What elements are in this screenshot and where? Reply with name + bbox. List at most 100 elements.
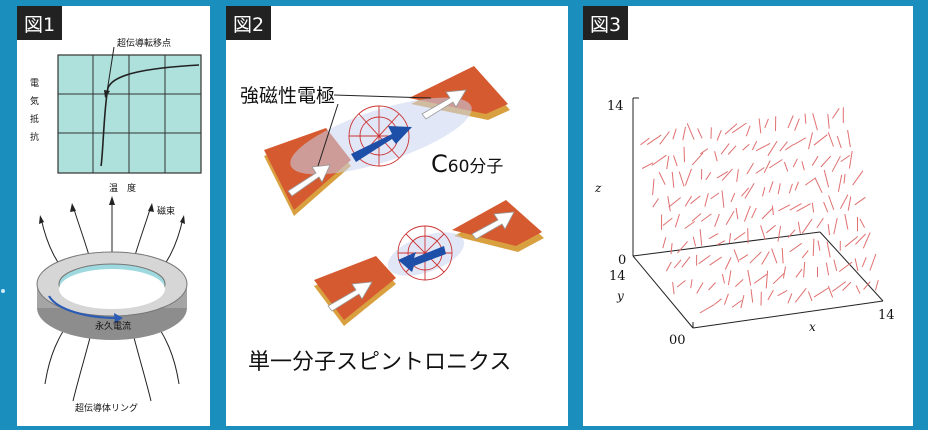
spin-segment <box>778 226 781 242</box>
spin-segment <box>805 114 806 124</box>
spin-segment <box>766 225 775 233</box>
spin-segment <box>824 202 828 212</box>
spin-segment <box>691 279 692 288</box>
spin-segment <box>812 156 818 165</box>
spin-segment <box>743 144 750 150</box>
transition-point-label: 超伝導転移点 <box>117 37 171 49</box>
spin-segment <box>671 243 672 254</box>
spin-segment <box>802 161 804 170</box>
spin-segment <box>764 161 770 173</box>
spin-segment <box>714 299 721 305</box>
spin-segment <box>747 163 754 174</box>
spin-segment <box>862 257 866 267</box>
spin-segment <box>732 123 746 133</box>
spin-segment <box>717 172 728 178</box>
spin-segment <box>653 179 654 195</box>
spin-segment <box>715 151 718 161</box>
spin-segment <box>827 242 830 258</box>
spin-segment <box>834 218 837 234</box>
spin-segment <box>813 113 818 130</box>
spin-segment <box>668 196 671 211</box>
spin-segment <box>762 208 773 219</box>
spin-segment <box>717 130 721 140</box>
x-axis-label: x <box>809 320 816 334</box>
spin-segment <box>711 193 719 199</box>
spin-segment <box>739 255 748 261</box>
spin-segment <box>832 156 840 172</box>
spin-segment <box>674 260 681 268</box>
spin-segment <box>860 219 865 228</box>
spin-segment <box>729 233 730 243</box>
spin-segment <box>795 119 800 131</box>
spin-segment <box>663 237 666 248</box>
spin-segment <box>763 187 765 196</box>
spin-segment <box>783 267 785 279</box>
spin-segment <box>746 126 750 137</box>
spin-segment <box>685 196 692 206</box>
spin-segment <box>659 172 665 185</box>
spin-segment <box>802 251 808 258</box>
spin-segment <box>693 237 695 247</box>
spin-segment <box>790 243 802 252</box>
spin-segment <box>683 127 686 140</box>
spin-segment <box>808 292 812 301</box>
spin-segment <box>715 214 720 227</box>
spin-segment <box>818 241 820 251</box>
spin-segment <box>700 305 714 313</box>
spin-segment <box>728 146 736 155</box>
spin-segment <box>778 205 790 211</box>
spin-segment <box>679 172 684 187</box>
spin-segment <box>875 280 878 290</box>
electrode-label: 強磁性電極 <box>240 85 335 107</box>
spin-segment <box>785 145 793 150</box>
spin-segment <box>784 162 787 171</box>
spin-segment <box>677 241 687 253</box>
spin-segment <box>677 281 685 288</box>
spin-segment <box>722 190 724 207</box>
edge-dot <box>1 289 5 293</box>
spin-segment <box>754 274 767 283</box>
figure-1-tag: 図1 <box>17 6 62 40</box>
x-axis-label: 温 度 <box>109 182 136 194</box>
spin-segment <box>725 257 731 269</box>
spin-segments <box>641 107 879 313</box>
spin-segment <box>848 197 851 211</box>
spin-segment <box>652 155 667 165</box>
spin-segment <box>841 155 850 161</box>
spin-segment <box>750 252 762 263</box>
spin-segment <box>674 155 678 166</box>
spin-segment <box>778 183 780 194</box>
spin-segment <box>766 271 767 289</box>
spin-segment <box>735 279 743 286</box>
spin-segment <box>814 135 827 146</box>
spin-segment <box>706 172 711 180</box>
spin-segment <box>675 214 679 227</box>
figure-2-panel: 図2 強磁性電極 C60分子 <box>226 6 568 426</box>
spin-segment <box>647 135 661 145</box>
y-label-char-4: 抗 <box>30 131 39 143</box>
spin-segment <box>798 222 800 234</box>
spin-segment <box>684 147 685 162</box>
spin-segment <box>692 214 701 222</box>
flux-label: 磁束 <box>157 205 175 217</box>
spin-segment <box>682 257 690 268</box>
x-max-label: 14 <box>878 308 895 323</box>
spin-segment <box>849 151 852 168</box>
spin-segment <box>795 288 806 302</box>
spin-segment <box>731 193 735 202</box>
spin-segment <box>834 260 837 271</box>
spin-segment <box>699 255 711 263</box>
molecule-label: C60分子 <box>431 150 503 178</box>
spin-segment <box>856 286 860 294</box>
spin-segment <box>824 170 828 187</box>
spin-segment <box>709 283 716 291</box>
spin-segment <box>701 214 711 222</box>
figure-1-illustration: 超伝導転移点 電 気 抵 抗 温 度 磁束 <box>17 6 210 426</box>
spin-segment <box>788 116 793 128</box>
spin-segment <box>756 143 770 150</box>
spin-segment <box>789 184 792 193</box>
spin-segment <box>855 197 866 205</box>
spin-segment <box>642 163 653 169</box>
spin-segment <box>845 214 848 230</box>
spin-segment <box>828 114 829 129</box>
